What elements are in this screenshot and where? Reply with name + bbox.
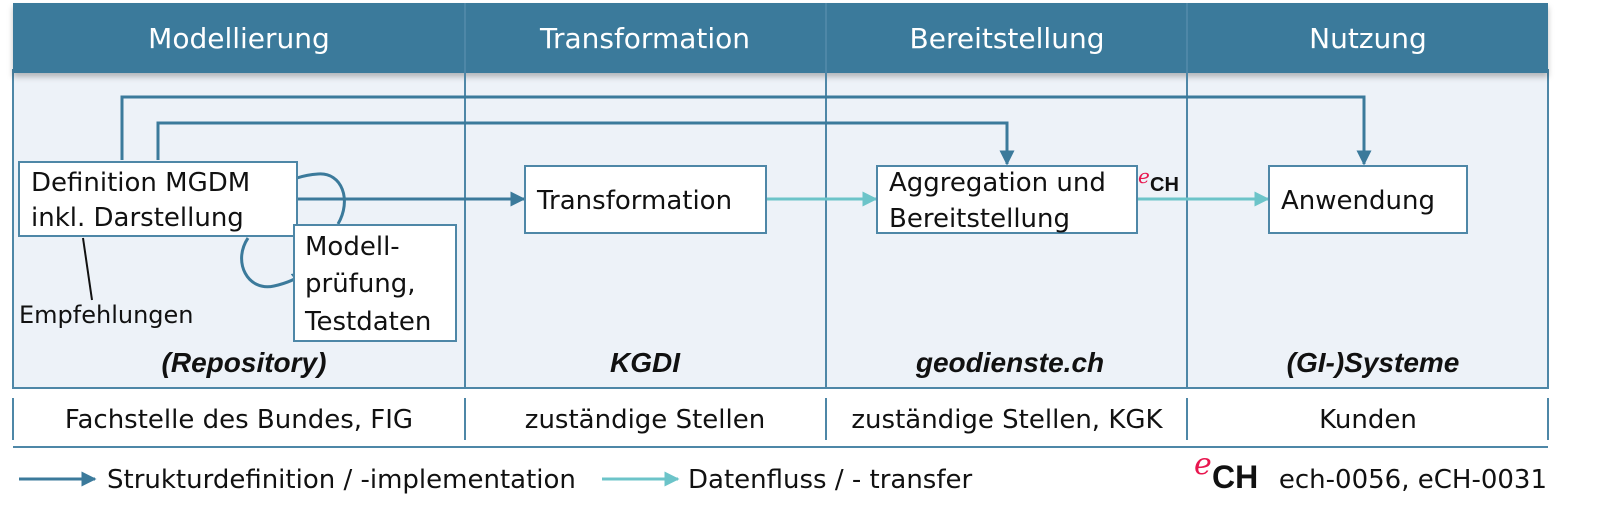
- ech-logo-large: e CH: [1194, 447, 1258, 495]
- ech-logo-small: e CH: [1138, 164, 1179, 196]
- empfehlungen-callout-line: [82, 237, 93, 301]
- org-label-zustaendige-stellen-kgk: zuständige Stellen, KGK: [851, 405, 1163, 435]
- anwendung-box-label: Anwendung: [1281, 186, 1435, 216]
- org-label-fachstelle: Fachstelle des Bundes, FIG: [65, 405, 413, 435]
- column-header-transformation: Transformation: [539, 22, 750, 55]
- column-header-bereitstellung: Bereitstellung: [910, 22, 1105, 55]
- definition-box-line1: Definition MGDM: [31, 168, 250, 198]
- structure-arrow-to-anwendung: [120, 95, 1372, 166]
- modellpruefung-box[interactable]: Modell- prüfung, Testdaten: [293, 224, 457, 342]
- org-label-zustaendige-stellen: zuständige Stellen: [525, 405, 765, 435]
- org-label-kunden: Kunden: [1319, 405, 1417, 435]
- aggregation-box[interactable]: Aggregation und Bereitstellung: [876, 165, 1138, 234]
- structure-arrow-to-aggregation: [156, 121, 1015, 166]
- column-header-modellierung: Modellierung: [148, 22, 330, 55]
- ech-logo-ch: CH: [1150, 174, 1179, 196]
- definition-mgdm-box[interactable]: Definition MGDM inkl. Darstellung: [18, 161, 298, 237]
- legend-standards-label: ech-0056, eCH-0031: [1279, 465, 1547, 495]
- ech-logo-e: e: [1138, 164, 1150, 188]
- anwendung-box[interactable]: Anwendung: [1268, 165, 1468, 234]
- system-label-gi-systeme: (GI-)Systeme: [1287, 347, 1460, 378]
- definition-box-line2: inkl. Darstellung: [31, 203, 244, 233]
- aggregation-box-line2: Bereitstellung: [889, 204, 1070, 234]
- modellpruefung-box-line3: Testdaten: [304, 307, 431, 337]
- aggregation-box-line1: Aggregation und: [889, 168, 1106, 198]
- system-label-kgdi: KGDI: [610, 347, 681, 378]
- ech-logo-large-ch: CH: [1212, 459, 1258, 495]
- system-label-repository: (Repository): [162, 347, 327, 378]
- legend-dataflow-label: Datenfluss / - transfer: [688, 465, 972, 495]
- column-header-nutzung: Nutzung: [1309, 22, 1427, 55]
- system-label-geodienste: geodienste.ch: [915, 347, 1104, 378]
- ech-logo-large-e: e: [1194, 447, 1212, 482]
- modellpruefung-box-line1: Modell-: [305, 232, 400, 262]
- header-bar: [13, 3, 1548, 73]
- legend-structure-label: Strukturdefinition / -implementation: [107, 465, 576, 495]
- transformation-box[interactable]: Transformation: [524, 165, 767, 234]
- modellpruefung-box-line2: prüfung,: [305, 269, 416, 299]
- empfehlungen-label: Empfehlungen: [19, 301, 194, 329]
- transformation-box-label: Transformation: [536, 186, 732, 216]
